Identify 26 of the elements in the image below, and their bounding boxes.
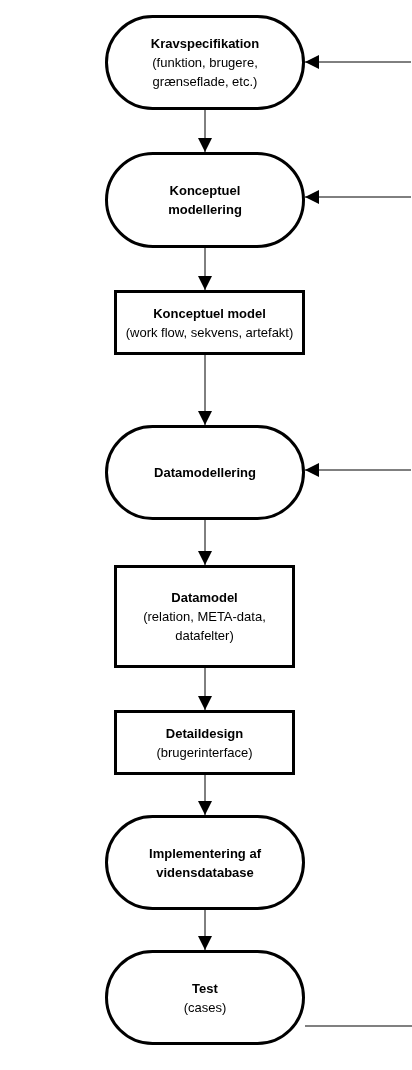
node-title: Konceptuel modellering <box>167 182 243 219</box>
arrow <box>198 667 212 711</box>
node-title: Test <box>192 979 218 998</box>
node-title: Datamodellering <box>154 464 256 482</box>
node-description: (cases) <box>183 998 227 1017</box>
arrow <box>198 354 212 426</box>
node-description: (work flow, sekvens, artefakt) <box>125 323 294 342</box>
arrow <box>304 463 412 477</box>
node-title: Datamodel <box>171 589 238 607</box>
arrow <box>198 774 212 816</box>
arrow <box>304 55 412 69</box>
process-box <box>114 290 305 355</box>
arrow <box>304 190 412 204</box>
node-title: Konceptuel model <box>153 304 266 323</box>
process-box <box>114 565 295 668</box>
process-box <box>114 710 295 775</box>
arrow <box>198 519 212 566</box>
arrow <box>198 247 212 291</box>
node-title: Detaildesign <box>165 724 244 743</box>
node-description: (funktion, brugere, grænseflade, etc.) <box>151 54 259 91</box>
node-title: Implementering af vidensdatabase <box>148 844 262 882</box>
node-description: (relation, META-data, datafelter) <box>142 608 267 645</box>
arrow <box>198 109 212 153</box>
node-description: (brugerinterface) <box>156 743 253 762</box>
arrow <box>198 909 212 951</box>
node-title: Kravspecifikation <box>150 35 260 53</box>
